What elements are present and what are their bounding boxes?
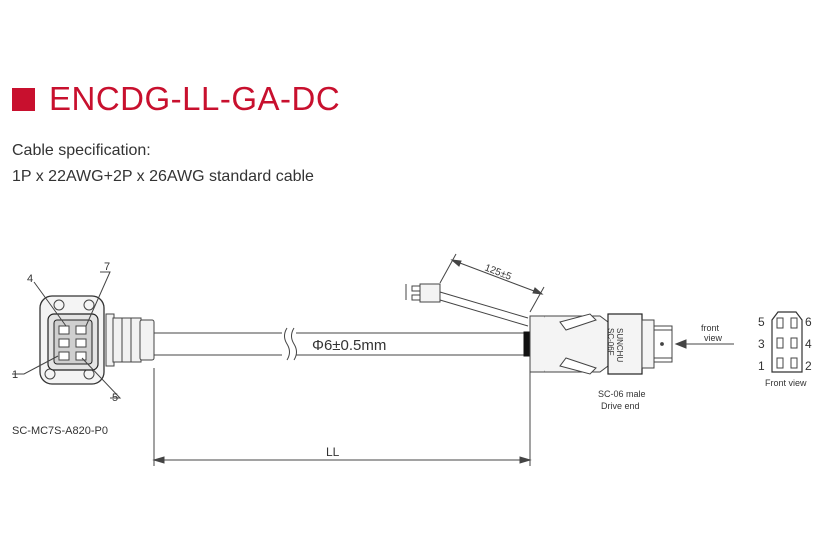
right-connector-collar [641, 319, 655, 369]
pin-cavity [75, 351, 87, 361]
branch-plug [419, 283, 441, 303]
front-view-arrow-label-2: view [704, 333, 723, 343]
branch-dimension [439, 253, 545, 313]
right-connector-model: SC-06F [606, 328, 615, 356]
leader-line-pin-5 [81, 357, 122, 399]
pin-cavity [58, 338, 70, 348]
pin-label-4: 4 [27, 273, 33, 285]
dim-line [451, 259, 543, 295]
pinout-pin-6 [790, 317, 798, 329]
right-connector-caption-end: Drive end [601, 401, 640, 411]
pinout-caption: Front view [765, 378, 807, 388]
pin-cavity [58, 325, 70, 335]
pin-cavity [75, 338, 87, 348]
pinout-label-2: 2 [805, 359, 812, 373]
mount-hole-top-left [53, 299, 65, 311]
pinout-label-3: 3 [758, 337, 765, 351]
pinout-label-4: 4 [805, 337, 812, 351]
left-connector [12, 271, 122, 399]
branch-wires [405, 283, 529, 327]
cable-spec-label: Cable specification: [12, 142, 151, 159]
branch-wire [439, 291, 529, 319]
leader-line-pin-4 [33, 281, 67, 327]
pinout-diagram [771, 311, 803, 373]
dim-arrow [532, 287, 544, 295]
pin-cavity [58, 351, 70, 361]
nut-boot [139, 319, 155, 361]
break-mark [291, 327, 297, 361]
pinout-label-6: 6 [805, 315, 812, 329]
right-connector-caption: SC-06 male [598, 389, 646, 399]
front-view-arrow-label: front [701, 323, 720, 333]
left-connector-part-number: SC-MC7S-A820-P0 [12, 425, 108, 437]
title-block: ENCDG-LL-GA-DC [12, 80, 340, 118]
dim-extension [529, 286, 545, 313]
ll-arrow-right [519, 456, 532, 464]
break-mark [284, 327, 290, 361]
length-dimension [152, 368, 532, 466]
front-view-arrow [674, 339, 734, 349]
latch-bottom [559, 357, 597, 375]
branch-plug-pin [411, 294, 421, 301]
plug-marker [660, 342, 664, 346]
pinout-pin-3 [776, 337, 784, 349]
branch-wire [439, 299, 529, 327]
pinout-pin-4 [790, 337, 798, 349]
leader-line-pin-7 [85, 271, 111, 327]
mount-hole-top-right [83, 299, 95, 311]
pinout-pin-2 [790, 357, 798, 369]
right-connector-brand: SUNCHU [615, 328, 624, 362]
front-view-arrow-head [674, 339, 687, 349]
cable-spec-value: 1P x 22AWG+2P x 26AWG standard cable [12, 168, 314, 185]
title-accent-square [12, 87, 35, 111]
leader-line-pin-1 [12, 355, 59, 375]
cable-diameter-label: Φ6±0.5mm [312, 337, 386, 354]
cable-nut [105, 313, 155, 367]
pinout-pin-5 [776, 317, 784, 329]
pinout-label-5: 5 [758, 315, 765, 329]
branch-plug-pin [411, 285, 421, 292]
dim-extension [439, 253, 457, 284]
pin-label-7: 7 [104, 261, 110, 273]
latch-top [559, 313, 597, 331]
dim-arrow [450, 259, 462, 267]
pin-label-1: 1 [12, 369, 18, 381]
right-connector [529, 313, 673, 375]
page-title: ENCDG-LL-GA-DC [49, 80, 341, 117]
cable [154, 327, 531, 361]
pinout-label-1: 1 [758, 359, 765, 373]
cable-jacket-end [523, 331, 531, 357]
cable-length-label: LL [326, 445, 340, 459]
pin-label-5: 5 [112, 392, 118, 404]
branch-length-label: 125±5 [483, 263, 513, 283]
ll-arrow-left [152, 456, 165, 464]
pin-cavity [75, 325, 87, 335]
pinout-pin-1 [776, 357, 784, 369]
break-gap [282, 328, 296, 360]
pinout-outline [771, 311, 803, 373]
